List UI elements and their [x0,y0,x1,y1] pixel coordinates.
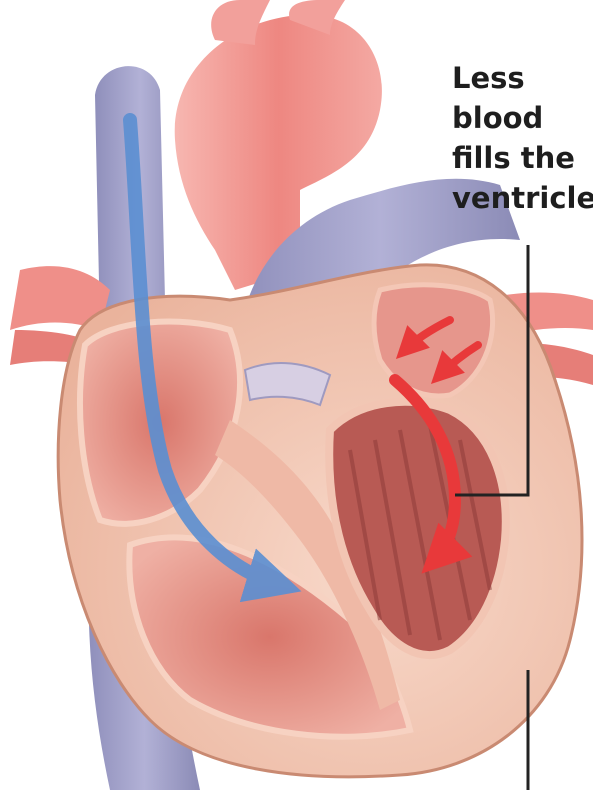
callout-line-1: Less [452,58,593,98]
callout-line-2: blood [452,98,593,138]
callout-label: Less blood fills the ventricles [452,58,593,218]
callout-line-3: fills the [452,138,593,178]
callout-line-4: ventricles [452,178,593,218]
